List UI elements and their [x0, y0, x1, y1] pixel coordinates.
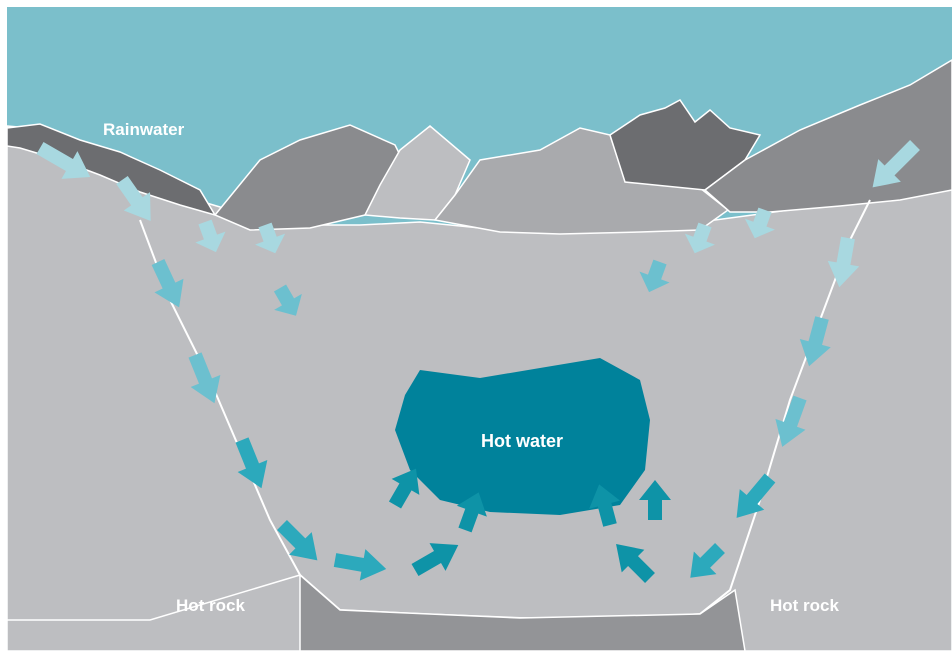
flow-arrow-2	[116, 175, 151, 221]
hot-rock-left-area	[6, 574, 311, 651]
label-hot-water: Hot water	[481, 431, 563, 451]
flow-arrow-22	[273, 284, 302, 316]
flow-arrow-8	[411, 543, 459, 577]
flow-arrow-19	[872, 140, 920, 188]
flow-arrow-14	[690, 543, 725, 578]
hot-water-reservoir	[395, 358, 650, 515]
flow-arrows	[36, 140, 920, 583]
flow-arrow-1	[36, 141, 91, 179]
label-rainwater: Rainwater	[103, 120, 185, 139]
flow-arrow-3	[151, 259, 184, 308]
flow-arrow-23	[639, 259, 670, 293]
flow-arrow-21	[255, 222, 286, 254]
flow-arrow-24	[684, 222, 715, 254]
flow-arrow-18	[827, 236, 860, 288]
flow-arrow-20	[195, 219, 226, 253]
flow-arrow-10	[456, 492, 487, 533]
flow-arrow-7	[333, 549, 387, 581]
label-hot-rock-left: Hot rock	[176, 596, 246, 615]
bedrock	[299, 573, 746, 651]
flow-arrow-15	[736, 473, 776, 518]
flow-arrow-25	[744, 207, 775, 239]
flow-arrow-11	[589, 484, 621, 527]
flow-arrow-5	[235, 437, 268, 489]
label-hot-rock-right: Hot rock	[770, 596, 840, 615]
rock-ridge-left	[6, 123, 217, 217]
rock-slab-2	[363, 125, 471, 221]
flow-arrow-4	[188, 352, 221, 404]
flow-arrow-12	[639, 480, 671, 520]
flow-arrow-6	[277, 520, 318, 561]
flow-arrow-13	[616, 544, 655, 583]
flow-arrow-9	[388, 468, 420, 509]
flow-arrow-17	[799, 316, 831, 367]
flow-arrow-16	[775, 395, 807, 447]
rock-slab-dark	[609, 99, 762, 191]
